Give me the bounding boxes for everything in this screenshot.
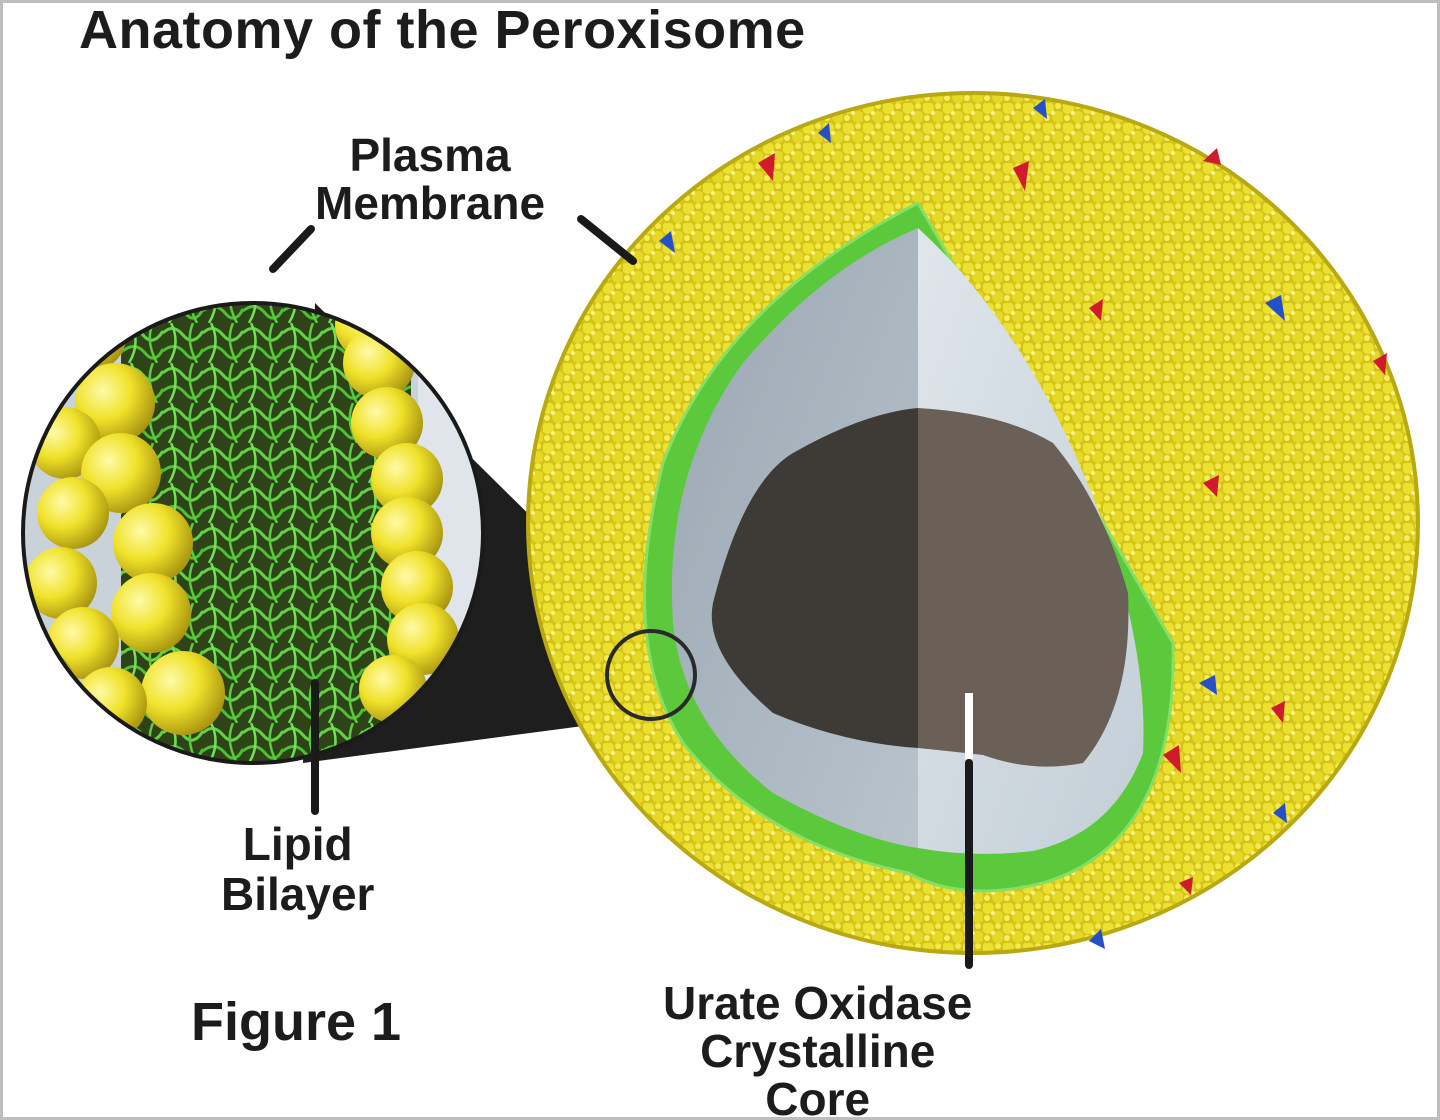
protein-red bbox=[1179, 877, 1193, 895]
protein-red bbox=[1203, 475, 1219, 497]
crystalline-core-right bbox=[918, 408, 1129, 767]
core-label-line: Core bbox=[765, 1073, 871, 1120]
leader-lines bbox=[269, 215, 973, 969]
protein-blue bbox=[1089, 929, 1105, 949]
protein-blue bbox=[1033, 99, 1047, 119]
core-label-line: Crystalline bbox=[700, 1025, 936, 1077]
protein-blue bbox=[818, 123, 831, 143]
protein-red bbox=[1203, 148, 1221, 165]
figure-caption: Figure 1 bbox=[191, 992, 402, 1052]
plasma-membrane-label: Plasma Membrane bbox=[315, 131, 545, 227]
core-label-line: Urate Oxidase bbox=[663, 977, 973, 1029]
lipid-bilayer-label: Lipid Bilayer bbox=[221, 819, 374, 919]
protein-blue bbox=[659, 231, 675, 253]
plasma-membrane-leader-left bbox=[269, 225, 315, 273]
peroxisome-illustration bbox=[21, 91, 1420, 969]
detail-indicator bbox=[605, 629, 697, 721]
lipid-bilayer-label-line: Bilayer bbox=[221, 868, 375, 920]
plasma-membrane-leader-right bbox=[577, 215, 637, 265]
peroxisome bbox=[526, 91, 1420, 955]
protein-red bbox=[1271, 701, 1285, 723]
protein-red bbox=[1089, 299, 1103, 321]
protein-blue bbox=[1199, 675, 1217, 695]
protein-red bbox=[1373, 353, 1387, 375]
protein-red bbox=[1163, 745, 1181, 773]
protein-blue bbox=[1265, 295, 1285, 321]
protein-blue bbox=[1273, 803, 1287, 823]
magnified-bilayer-inset bbox=[21, 301, 485, 765]
crystalline-core-label: Urate Oxidase Crystalline Core bbox=[663, 977, 973, 1120]
membrane-proteins bbox=[659, 99, 1387, 949]
diagram-title: Anatomy of the Peroxisome bbox=[79, 0, 806, 60]
lipid-bilayer-label-line: Lipid bbox=[242, 818, 353, 870]
plasma-membrane-label-line: Plasma bbox=[349, 129, 511, 181]
protein-red bbox=[1013, 161, 1029, 191]
protein-red bbox=[758, 153, 775, 181]
crystalline-core-left bbox=[711, 408, 918, 748]
plasma-membrane-label-line: Membrane bbox=[315, 177, 546, 229]
